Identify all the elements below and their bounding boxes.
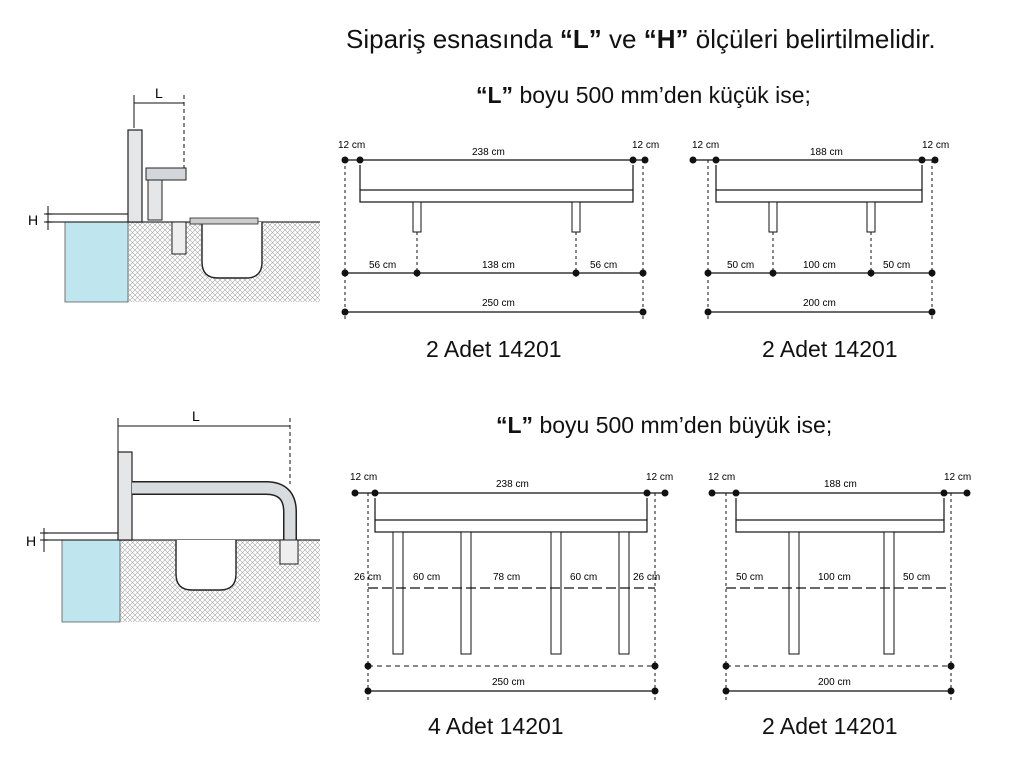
wall-unit-small <box>127 129 143 223</box>
total-label: 250 cm <box>482 298 515 309</box>
segment-label: 56 cm <box>590 260 617 271</box>
edge-right-label: 12 cm <box>944 472 971 483</box>
leg <box>571 201 581 233</box>
leg <box>768 201 778 233</box>
leg <box>883 531 895 655</box>
edge-right-label: 12 cm <box>922 140 949 151</box>
label-h-small: H <box>28 212 38 228</box>
title-text-mid: ve <box>609 24 637 54</box>
pool-water-small <box>64 221 129 303</box>
edge-right-label: 12 cm <box>632 140 659 151</box>
caption-small-right: 2 Adet 14201 <box>762 336 898 362</box>
segment-label: 56 cm <box>369 260 396 271</box>
diagram-small-250: 12 cm 238 cm 12 cm 56 cm 138 cm 56 cm 25… <box>338 140 659 320</box>
leg <box>412 201 422 233</box>
top-span-label: 188 cm <box>824 479 857 490</box>
section-large-l-mark: “L” <box>496 412 534 438</box>
segment-label: 100 cm <box>803 260 836 271</box>
label-l-small: L <box>155 85 163 101</box>
segment-label: 138 cm <box>482 260 515 271</box>
page-title: Sipariş esnasında “L” ve “H” ölçüleri be… <box>346 24 936 55</box>
top-span-label: 238 cm <box>496 479 529 490</box>
caption-large-left: 4 Adet 14201 <box>428 713 564 739</box>
rail-bar <box>359 189 634 203</box>
leg <box>460 531 472 655</box>
section-large-heading: “L” boyu 500 mm’den büyük ise; <box>496 412 832 439</box>
edge-left-label: 12 cm <box>692 140 719 151</box>
segment-label: 100 cm <box>818 572 851 583</box>
leg <box>618 531 630 655</box>
sketch-large: H L <box>26 408 320 623</box>
title-text-pre: Sipariş esnasında <box>346 24 553 54</box>
section-small-heading: “L” boyu 500 mm’den küçük ise; <box>476 82 811 109</box>
section-large-text: boyu 500 mm’den büyük ise; <box>539 412 833 438</box>
label-h-large: H <box>26 533 36 549</box>
rail-bar <box>715 189 923 203</box>
top-span-label: 188 cm <box>810 147 843 158</box>
segment-label: 60 cm <box>413 572 440 583</box>
section-small-text: boyu 500 mm’den küçük ise; <box>519 82 811 108</box>
segment-label: 50 cm <box>736 572 763 583</box>
gutter-large <box>175 540 237 591</box>
edge-right-label: 12 cm <box>646 472 673 483</box>
leg <box>550 531 562 655</box>
wall-unit-large <box>117 451 133 541</box>
total-label: 250 cm <box>492 677 525 688</box>
section-small-l-mark: “L” <box>476 82 514 108</box>
pool-water-large <box>61 539 121 623</box>
total-label: 200 cm <box>818 677 851 688</box>
segment-label: 50 cm <box>727 260 754 271</box>
total-label: 200 cm <box>803 298 836 309</box>
sketch-small: H L <box>28 85 320 303</box>
title-h-mark: “H” <box>643 24 689 54</box>
diagram-small-200: 12 cm 188 cm 12 cm 50 cm 100 cm 50 cm 20… <box>689 140 949 320</box>
label-l-large: L <box>192 408 200 424</box>
caption-large-right: 2 Adet 14201 <box>762 713 898 739</box>
segment-label: 26 cm <box>354 572 381 583</box>
title-text-post: ölçüleri belirtilmelidir. <box>695 24 936 54</box>
segment-label: 50 cm <box>903 572 930 583</box>
edge-left-label: 12 cm <box>350 472 377 483</box>
rail-bar <box>374 519 648 533</box>
leg <box>392 531 404 655</box>
edge-left-label: 12 cm <box>708 472 735 483</box>
top-span-label: 238 cm <box>472 147 505 158</box>
caption-small-left: 2 Adet 14201 <box>426 336 562 362</box>
segment-label: 78 cm <box>493 572 520 583</box>
rail-bar <box>735 519 945 533</box>
segment-label: 26 cm <box>633 572 660 583</box>
gutter-small <box>201 222 263 279</box>
diagram-large-250: 12 cm 238 cm 12 cm 26 cm 60 cm 78 cm 60 … <box>350 472 673 700</box>
segment-label: 60 cm <box>570 572 597 583</box>
title-l-mark: “L” <box>559 24 602 54</box>
leg <box>866 201 876 233</box>
edge-left-label: 12 cm <box>338 140 365 151</box>
bent-pipe <box>132 482 296 540</box>
leg <box>788 531 800 655</box>
segment-label: 50 cm <box>883 260 910 271</box>
diagram-large-200: 12 cm 188 cm 12 cm 50 cm 100 cm 50 cm 20… <box>708 472 971 700</box>
